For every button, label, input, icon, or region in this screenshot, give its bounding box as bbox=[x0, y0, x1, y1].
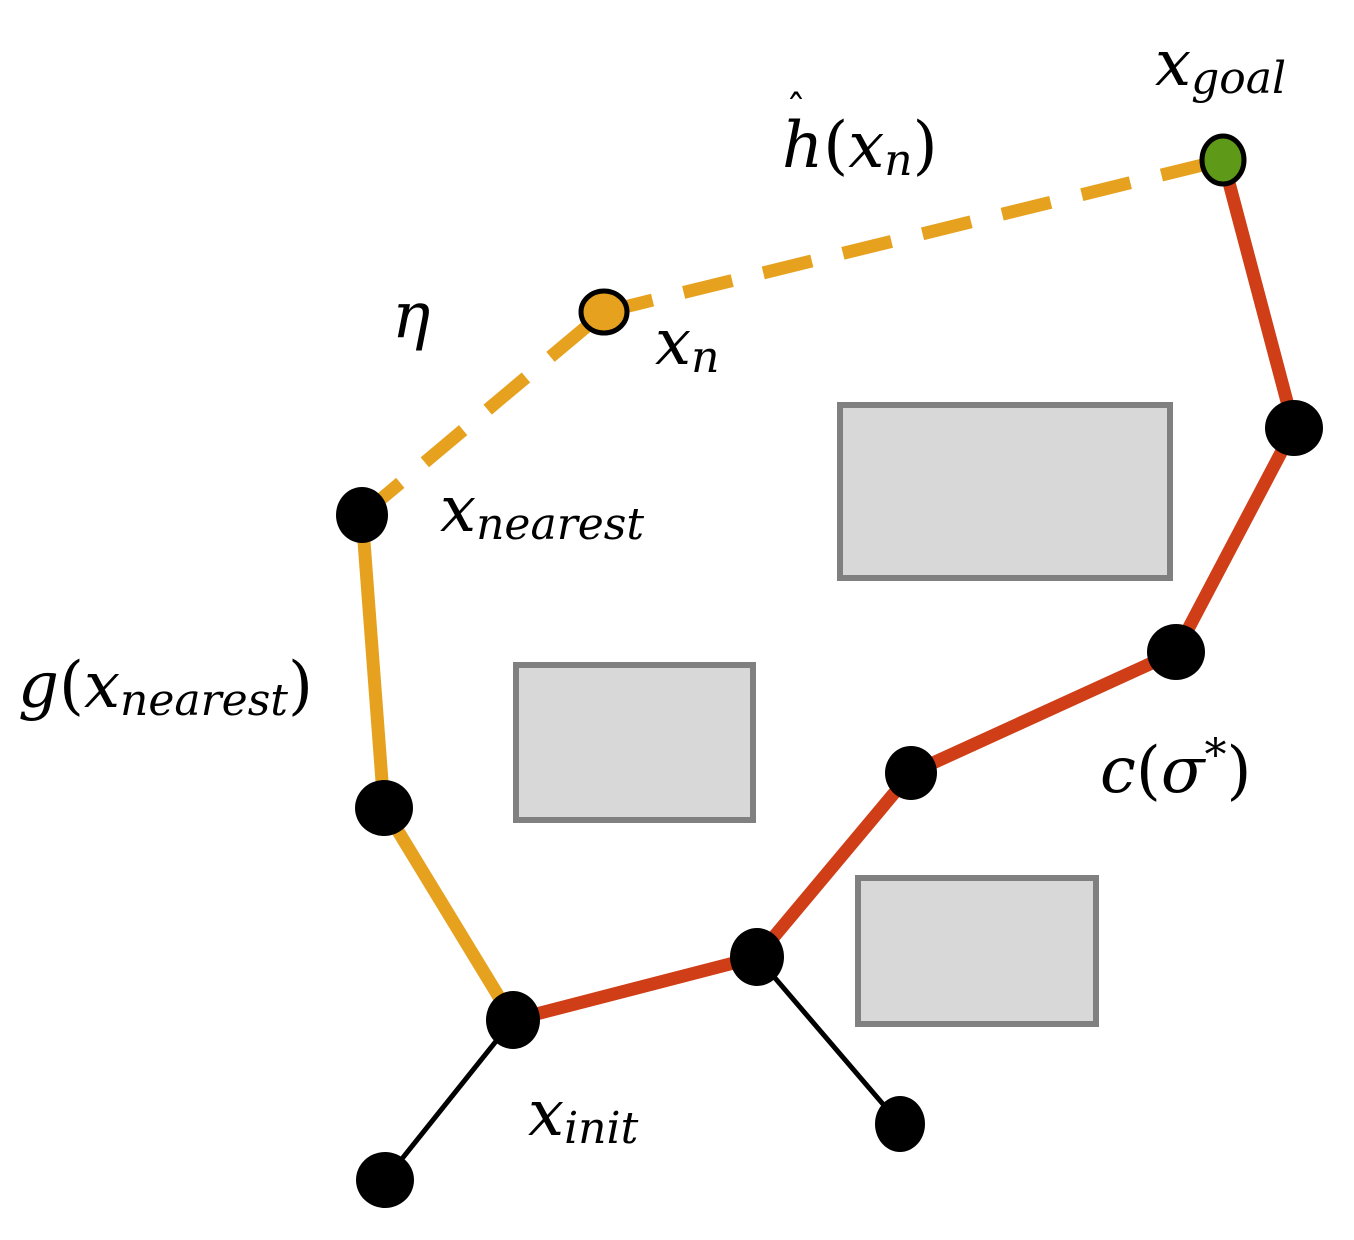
tree-edges bbox=[382, 954, 903, 1183]
node-x-nearest bbox=[336, 487, 388, 543]
node-leaf-left bbox=[356, 1152, 414, 1208]
x-nearest-sub: nearest bbox=[476, 499, 644, 550]
h-base: x bbox=[848, 109, 884, 183]
c-sigma: σ bbox=[1161, 734, 1207, 808]
node-red-3 bbox=[1147, 624, 1205, 680]
red-path-line bbox=[511, 158, 1301, 1027]
svg-text:xinit: xinit bbox=[528, 1077, 639, 1154]
x-init-sub: init bbox=[564, 1103, 638, 1154]
x-n-base: x bbox=[655, 306, 691, 380]
solution-path bbox=[511, 158, 1301, 1027]
g-close: ) bbox=[288, 649, 313, 723]
node-red-1 bbox=[730, 928, 784, 986]
label-eta: η bbox=[392, 279, 430, 353]
dashed-paths bbox=[357, 153, 1225, 520]
c-open: ( bbox=[1136, 734, 1161, 808]
c-fn: c bbox=[1100, 734, 1136, 808]
node-x-init bbox=[486, 991, 540, 1049]
obstacle-top-right bbox=[837, 402, 1173, 581]
eta-extension-dashed bbox=[357, 307, 609, 520]
svg-text:xgoal: xgoal bbox=[1155, 27, 1286, 104]
label-x-goal: xgoal bbox=[1155, 27, 1286, 104]
g-open: ( bbox=[59, 649, 84, 723]
node-red-2 bbox=[885, 746, 937, 800]
h-sub: n bbox=[884, 135, 912, 186]
svg-text:xnearest: xnearest bbox=[440, 473, 644, 550]
h-fn: h bbox=[782, 109, 823, 183]
obstacle-bottom-right bbox=[855, 875, 1099, 1027]
x-goal-sub: goal bbox=[1191, 53, 1286, 104]
h-close: ) bbox=[913, 109, 938, 183]
node-x-n bbox=[578, 288, 630, 336]
tree-nodes bbox=[336, 400, 1323, 1208]
x-nearest-base: x bbox=[440, 473, 476, 547]
node-red-4 bbox=[1265, 400, 1323, 456]
svg-text:xn: xn bbox=[655, 306, 719, 383]
label-h-x-n: ˆ h(xn) bbox=[782, 88, 938, 186]
obstacles bbox=[513, 402, 1173, 1027]
node-x-goal bbox=[1199, 133, 1247, 187]
node-gold-mid bbox=[355, 780, 413, 836]
svg-text:c(σ*): c(σ*) bbox=[1100, 730, 1251, 808]
svg-text:g(xnearest): g(xnearest) bbox=[18, 649, 313, 726]
label-x-init: xinit bbox=[528, 1077, 639, 1154]
c-close: ) bbox=[1227, 734, 1252, 808]
obstacle-middle-left bbox=[513, 662, 756, 823]
g-sub: nearest bbox=[120, 675, 288, 726]
svg-text:h(xn): h(xn) bbox=[782, 109, 938, 186]
label-c-sigma-star: c(σ*) bbox=[1100, 730, 1251, 808]
c-star: * bbox=[1205, 730, 1227, 781]
tree-edge-node-leaf bbox=[754, 954, 903, 1127]
x-n-sub: n bbox=[691, 332, 719, 383]
x-goal-base: x bbox=[1155, 27, 1191, 101]
label-x-nearest: xnearest bbox=[440, 473, 644, 550]
label-x-n: xn bbox=[655, 306, 719, 383]
node-leaf-right bbox=[875, 1096, 925, 1152]
label-g-x-nearest: g(xnearest) bbox=[18, 649, 313, 726]
heuristic-dashed-line bbox=[602, 153, 1225, 319]
x-init-base: x bbox=[528, 1077, 564, 1151]
h-open: ( bbox=[823, 109, 848, 183]
h-hat: ˆ bbox=[786, 88, 806, 134]
tree-edge-init-leaf bbox=[382, 1017, 516, 1183]
g-fn: g bbox=[18, 649, 59, 723]
g-base: x bbox=[84, 649, 120, 723]
